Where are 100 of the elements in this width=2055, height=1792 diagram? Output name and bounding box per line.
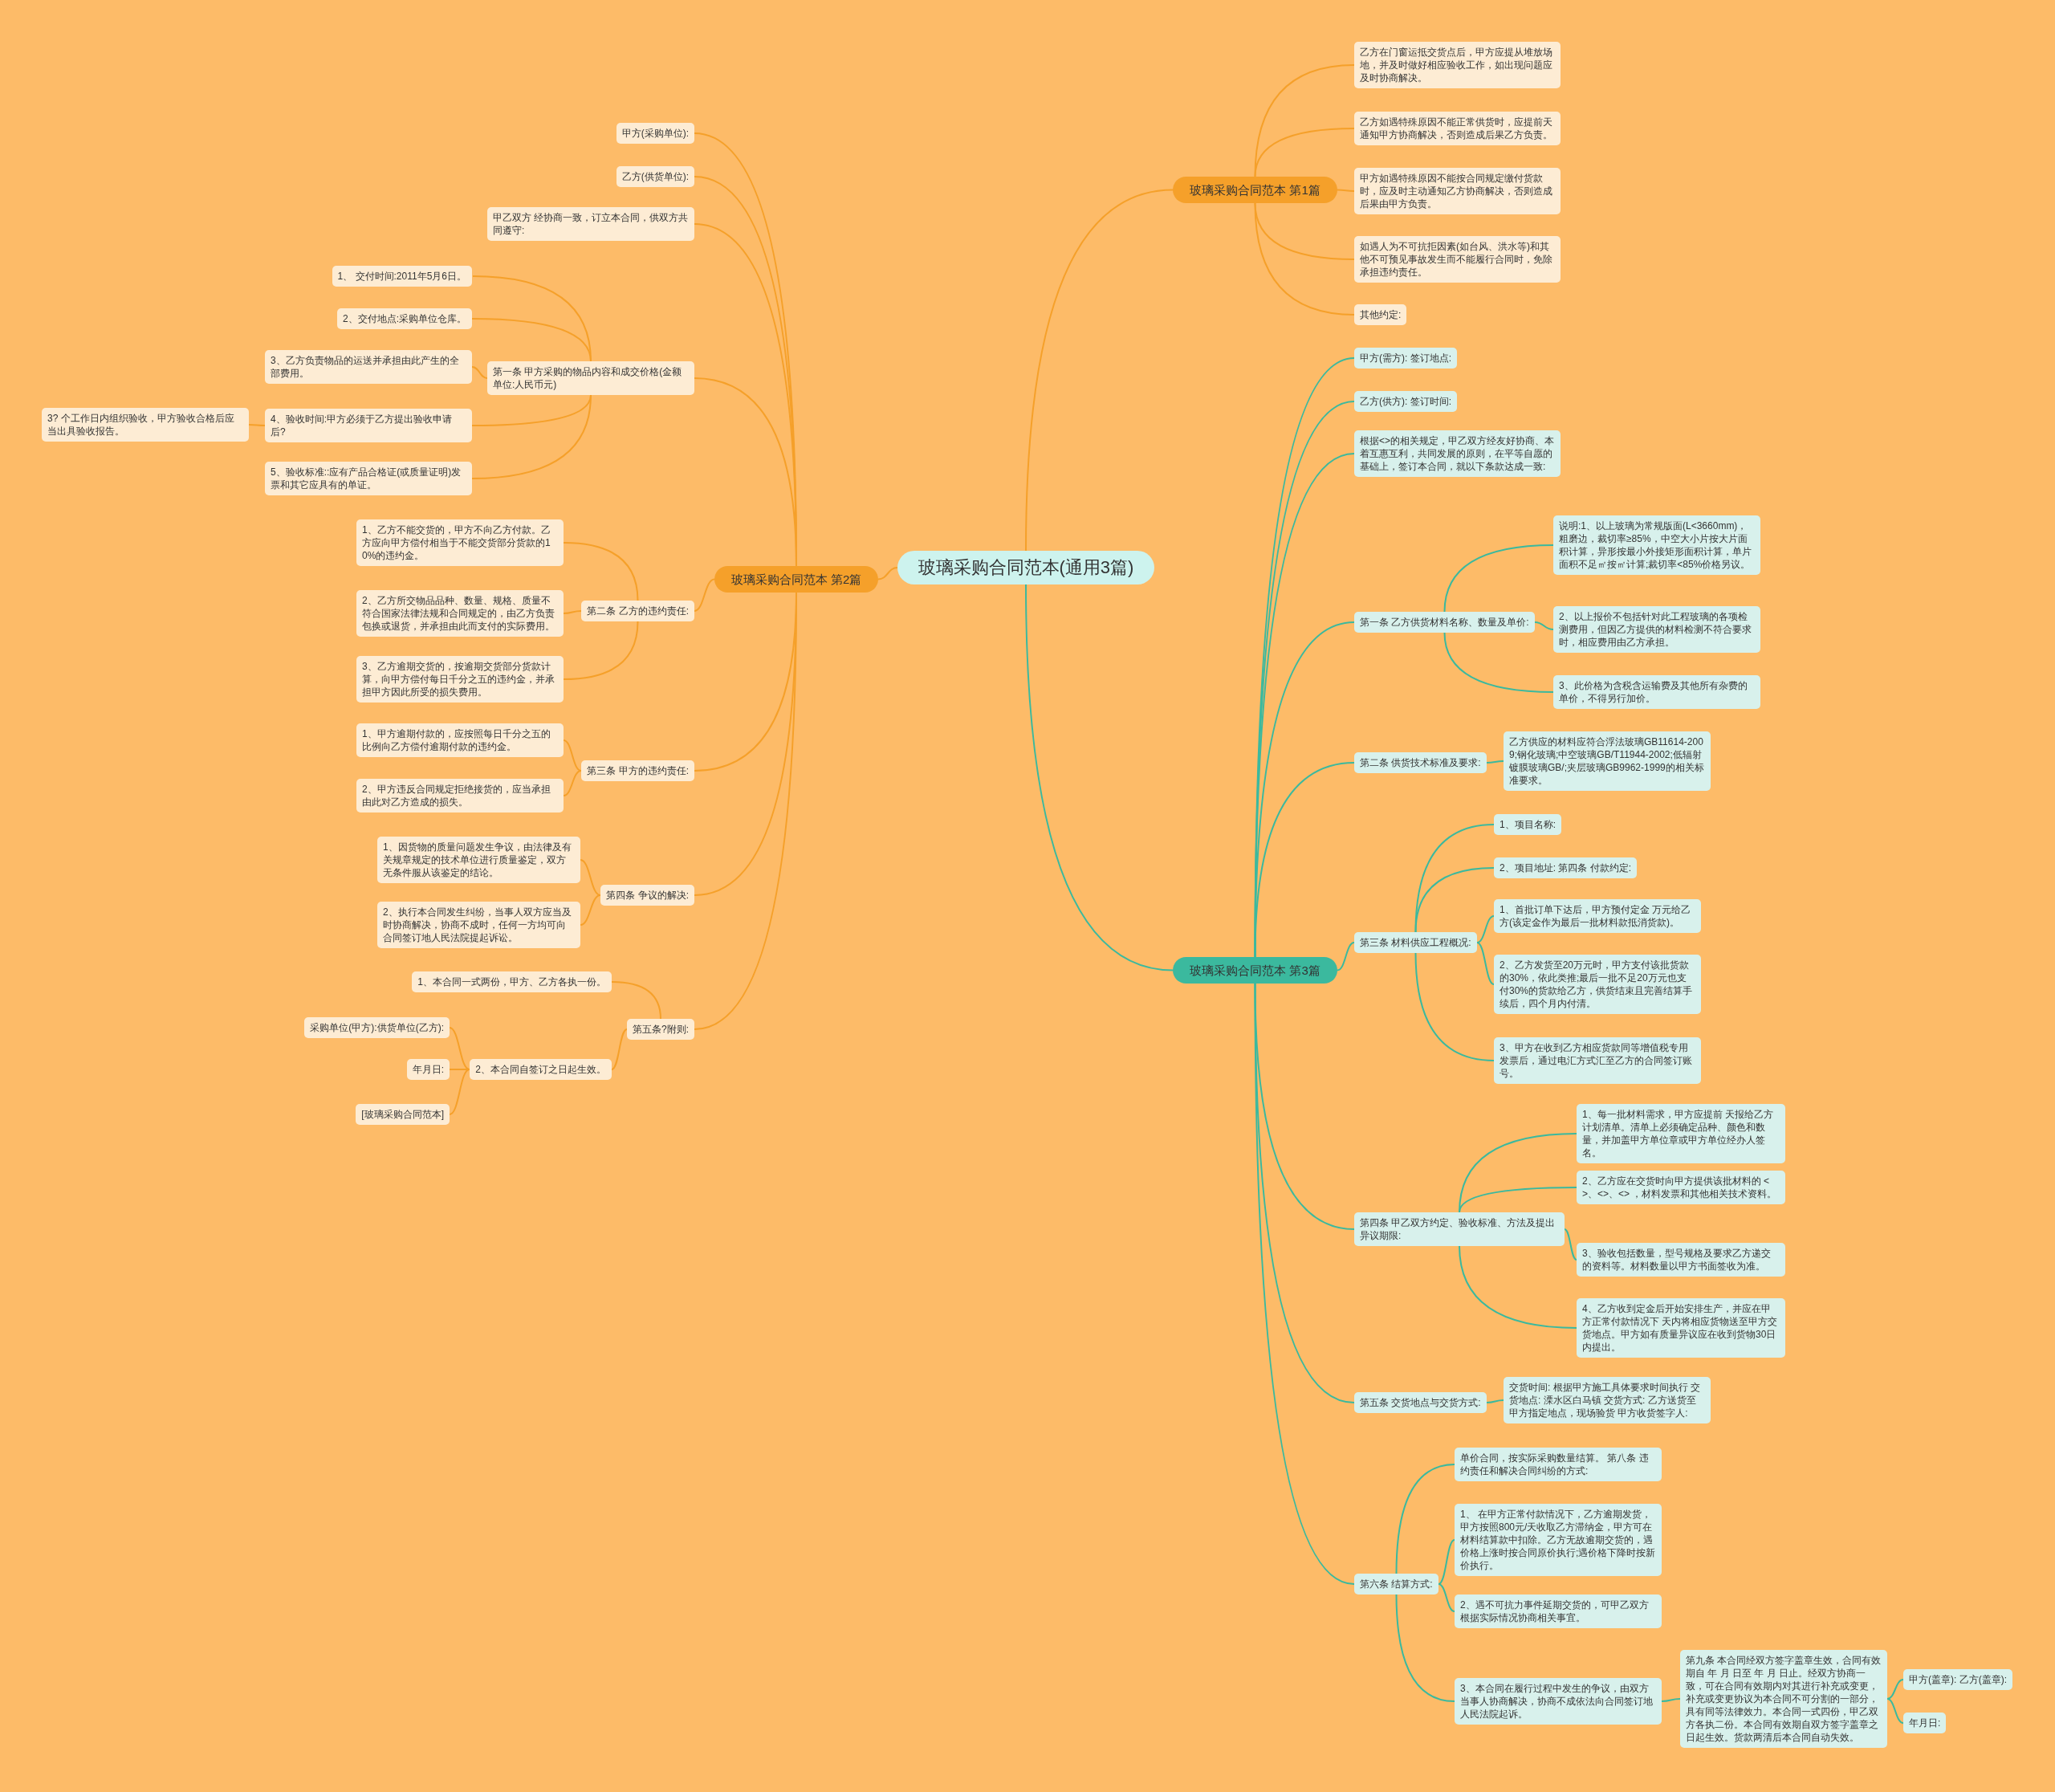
subtopic-box: 甲方(采购单位): <box>616 123 694 144</box>
branch-topic: 玻璃采购合同范本 第2篇 <box>714 566 878 593</box>
connector-line <box>1486 1399 1504 1403</box>
connector-line <box>1443 632 1554 693</box>
subtopic-box: 1、项目名称: <box>1494 814 1561 835</box>
subtopic-box: 1、乙方不能交货的，甲方不向乙方付款。乙方应向甲方偿付相当于不能交货部分货款的10%的违约金。 <box>356 519 564 566</box>
subtopic-box: 2、交付地点:采购单位仓库。 <box>337 308 472 329</box>
connector-line <box>563 770 582 796</box>
connector-line <box>471 366 488 379</box>
connector-line <box>1395 1594 1455 1702</box>
connector-line <box>611 981 661 1020</box>
subtopic-box: 3? 个工作日内组织验收，甲方验收合格后应当出具验收报告。 <box>42 408 249 442</box>
subtopic-box: 3、此价格为含税含运输费及其他所有杂费的单价，不得另行加价。 <box>1553 675 1760 709</box>
subtopic-box: 2、以上报价不包括针对此工程玻璃的各项检测费用，但因乙方提供的材料检测不符合要求时，相应费用由乙方承担。 <box>1553 606 1760 653</box>
subtopic-box: 2、遇不可抗力事件延期交货的，可甲乙双方根据实际情况协商相关事宜。 <box>1455 1594 1662 1628</box>
subtopic-box: 3、乙方逾期交货的，按逾期交货部分货款计算，向甲方偿付每日千分之五的违约金，并承担甲方因此所受的损失费用。 <box>356 656 564 703</box>
connector-line <box>1254 202 1355 316</box>
connector-line <box>877 567 898 580</box>
subtopic-box: 年月日: <box>1903 1713 1947 1733</box>
subtopic-box: 根据<>的相关规定，甲乙双方经友好协商、本着互惠互利，共同发展的原则，在平等自愿的基础上，签订本合同，就以下条款达成一致: <box>1354 430 1561 477</box>
connector-line <box>1438 1539 1455 1585</box>
subtopic-box: 第二条 乙方的违约责任: <box>581 601 694 621</box>
connector-line <box>563 542 639 601</box>
subtopic-box: 第五条 交货地点与交货方式: <box>1354 1392 1487 1413</box>
subtopic-box: 说明:1、以上玻璃为常规版面(L<3660mm)，粗磨边，裁切率≥85%，中空大小片按大片面积计算，异形按最小外接矩形面积计算，单片面积不足㎡按㎡计算;裁切率<85%价格另议。 <box>1553 515 1760 575</box>
subtopic-box: 采购单位(甲方):供货单位(乙方): <box>304 1017 450 1038</box>
connector-line <box>1438 1583 1455 1612</box>
subtopic-box: 5、验收标准::应有产品合格证(或质量证明)发票和其它应具有的单证。 <box>265 462 472 495</box>
subtopic-box: 甲方(需方): 签订地点: <box>1354 348 1457 369</box>
subtopic-box: 1、 在甲方正常付款情况下，乙方逾期发货，甲方按照800元/天收取乙方滞纳金，甲方可在材料结算款中扣除。乙方无故逾期交货的，遇价格上涨时按合同原价执行;遇价格下降时按新价执行。 <box>1455 1504 1662 1576</box>
connector-line <box>1025 189 1174 552</box>
connector-line <box>1459 1245 1577 1329</box>
subtopic-box: 1、因货物的质量问题发生争议，由法律及有关规章规定的技术单位进行质量鉴定，双方无条件服从该鉴定的结论。 <box>377 837 580 883</box>
connector-line <box>1337 942 1355 971</box>
connector-line <box>471 394 592 479</box>
subtopic-box: 乙方如遇特殊原因不能正常供货时，应提前天通知甲方协商解决，否则造成后果乙方负责。 <box>1354 112 1561 145</box>
connector-line <box>1476 942 1495 985</box>
branch-topic: 玻璃采购合同范本 第1篇 <box>1173 177 1337 203</box>
subtopic-box: 第一条 甲方采购的物品内容和成交价格(金额单位:人民币元) <box>487 361 694 395</box>
connector-line <box>1443 544 1554 613</box>
connector-line <box>1486 760 1504 764</box>
subtopic-box: 年月日: <box>406 1059 450 1080</box>
connector-line <box>1254 762 1355 958</box>
central-topic: 玻璃采购合同范本(通用3篇) <box>897 551 1154 584</box>
connector-line <box>1661 1698 1681 1702</box>
subtopic-box: 第三条 甲方的违约责任: <box>581 760 694 781</box>
subtopic-box: 1、 交付时间:2011年5月6日。 <box>332 266 472 287</box>
subtopic-box: 2、乙方发货至20万元时，甲方支付该批货款的30%，依此类推;最后一批不足20万元也支付30%的货款给乙方，供货结束且完善结算手续后，四个月内付清。 <box>1494 955 1701 1014</box>
subtopic-box: 第二条 供货技术标准及要求: <box>1354 752 1487 773</box>
subtopic-box: 2、甲方违反合同规定拒绝接货的，应当承担由此对乙方造成的损失。 <box>356 779 564 813</box>
connector-line <box>1414 952 1495 1061</box>
connector-line <box>1564 1228 1577 1261</box>
subtopic-box: [玻璃采购合同范本] <box>356 1104 450 1125</box>
subtopic-box: 2、执行本合同发生纠纷，当事人双方应当及时协商解决，协商不成时，任何一方均可向合同签订地人民法院提起诉讼。 <box>377 902 580 948</box>
subtopic-box: 第三条 材料供应工程概况: <box>1354 932 1477 953</box>
connector-line <box>248 424 266 426</box>
connector-line <box>1886 1698 1904 1724</box>
subtopic-box: 3、验收包括数量，型号规格及要求乙方递交的资料等。材料数量以甲方书面签收为准。 <box>1577 1243 1785 1277</box>
subtopic-box: 2、本合同自签订之日起生效。 <box>470 1059 612 1080</box>
connector-line <box>1254 128 1355 177</box>
subtopic-box: 第六条 结算方式: <box>1354 1574 1438 1594</box>
subtopic-box: 甲方如遇特殊原因不能按合同规定缴付货款时，应及时主动通知乙方协商解决，否则造成后果由甲方负责。 <box>1354 168 1561 214</box>
subtopic-box: 2、乙方应在交货时向甲方提供该批材料的 <>、<>、<> ，材料发票和其他相关技术资料。 <box>1577 1171 1785 1204</box>
connector-line <box>1395 1464 1455 1574</box>
subtopic-box: 乙方(供货单位): <box>616 166 694 187</box>
connector-line <box>1254 621 1355 958</box>
subtopic-box: 2、乙方所交物品品种、数量、规格、质量不符合国家法律法规和合同规定的，由乙方负责包换或退货，并承担由此而支付的实际费用。 <box>356 590 564 637</box>
connector-line <box>563 621 639 680</box>
subtopic-box: 交货时间: 根据甲方施工具体要求时间执行 交货地点: 溧水区白马镇 交货方式: 乙方送货至甲方指定地点，现场验货 甲方收货签字人: <box>1504 1377 1711 1423</box>
subtopic-box: 3、乙方负责物品的运送并承担由此产生的全部费用。 <box>265 350 472 384</box>
subtopic-box: 1、本合同一式两份，甲方、乙方各执一份。 <box>412 971 612 992</box>
connector-line <box>694 578 715 612</box>
connector-line <box>1254 983 1355 1585</box>
connector-line <box>580 894 601 926</box>
connector-line <box>1025 584 1174 971</box>
subtopic-box: 其他约定: <box>1354 304 1407 325</box>
subtopic-box: 4、验收时间:甲方必须于乙方提出验收申请后? <box>265 409 472 442</box>
connector-line <box>449 1069 470 1115</box>
subtopic-box: 第五条?附则: <box>627 1019 694 1040</box>
branch-topic: 玻璃采购合同范本 第3篇 <box>1173 957 1337 984</box>
subtopic-box: 如遇人为不可抗拒因素(如台风、洪水等)和其他不可预见事故发生而不能履行合同时，免除承担违约责任。 <box>1354 236 1561 283</box>
connector-line <box>449 1027 470 1070</box>
connector-line <box>694 377 797 567</box>
subtopic-box: 1、甲方逾期付款的，应按照每日千分之五的比例向乙方偿付逾期付款的违约金。 <box>356 723 564 757</box>
subtopic-box: 乙方供应的材料应符合浮法玻璃GB11614-2009;钢化玻璃;中空玻璃GB/T11944-2002;低辐射镀膜玻璃GB/;夹层玻璃GB9962-1999的相关标准要求。 <box>1504 731 1711 791</box>
subtopic-box: 3、甲方在收到乙方相应货款同等增值税专用发票后，通过电汇方式汇至乙方的合同签订账号。 <box>1494 1037 1701 1084</box>
connector-line <box>563 610 582 614</box>
subtopic-box: 甲乙双方 经协商一致，订立本合同，供双方共同遵守: <box>487 207 694 241</box>
subtopic-box: 第四条 甲乙双方约定、验收标准、方法及提出异议期限: <box>1354 1212 1565 1246</box>
subtopic-box: 乙方在门窗运抵交货点后，甲方应提从堆放场地，并及时做好相应验收工作，如出现问题应及时协商解决。 <box>1354 42 1561 88</box>
connector-line <box>1459 1187 1577 1213</box>
subtopic-box: 单价合同，按实际采购数量结算。 第八条 违约责任和解决合同纠纷的方式: <box>1455 1448 1662 1481</box>
connector-line <box>1886 1679 1904 1700</box>
subtopic-box: 3、本合同在履行过程中发生的争议，由双方当事人协商解决，协商不成依法向合同签订地人民法院起诉。 <box>1455 1678 1662 1725</box>
subtopic-box: 1、每一批材料需求，甲方应提前 天报给乙方计划清单。清单上必须确定品种、颜色和数量，并加盖甲方单位章或甲方单位经办人签名。 <box>1577 1104 1785 1163</box>
connector-line <box>1534 621 1554 630</box>
subtopic-box: 1、首批订单下达后，甲方预付定金 万元给乙方(该定金作为最后一批材料款抵消货款)。 <box>1494 899 1701 933</box>
connector-line <box>1414 867 1495 933</box>
connector-line <box>580 859 601 896</box>
subtopic-box: 第四条 争议的解决: <box>600 885 694 906</box>
